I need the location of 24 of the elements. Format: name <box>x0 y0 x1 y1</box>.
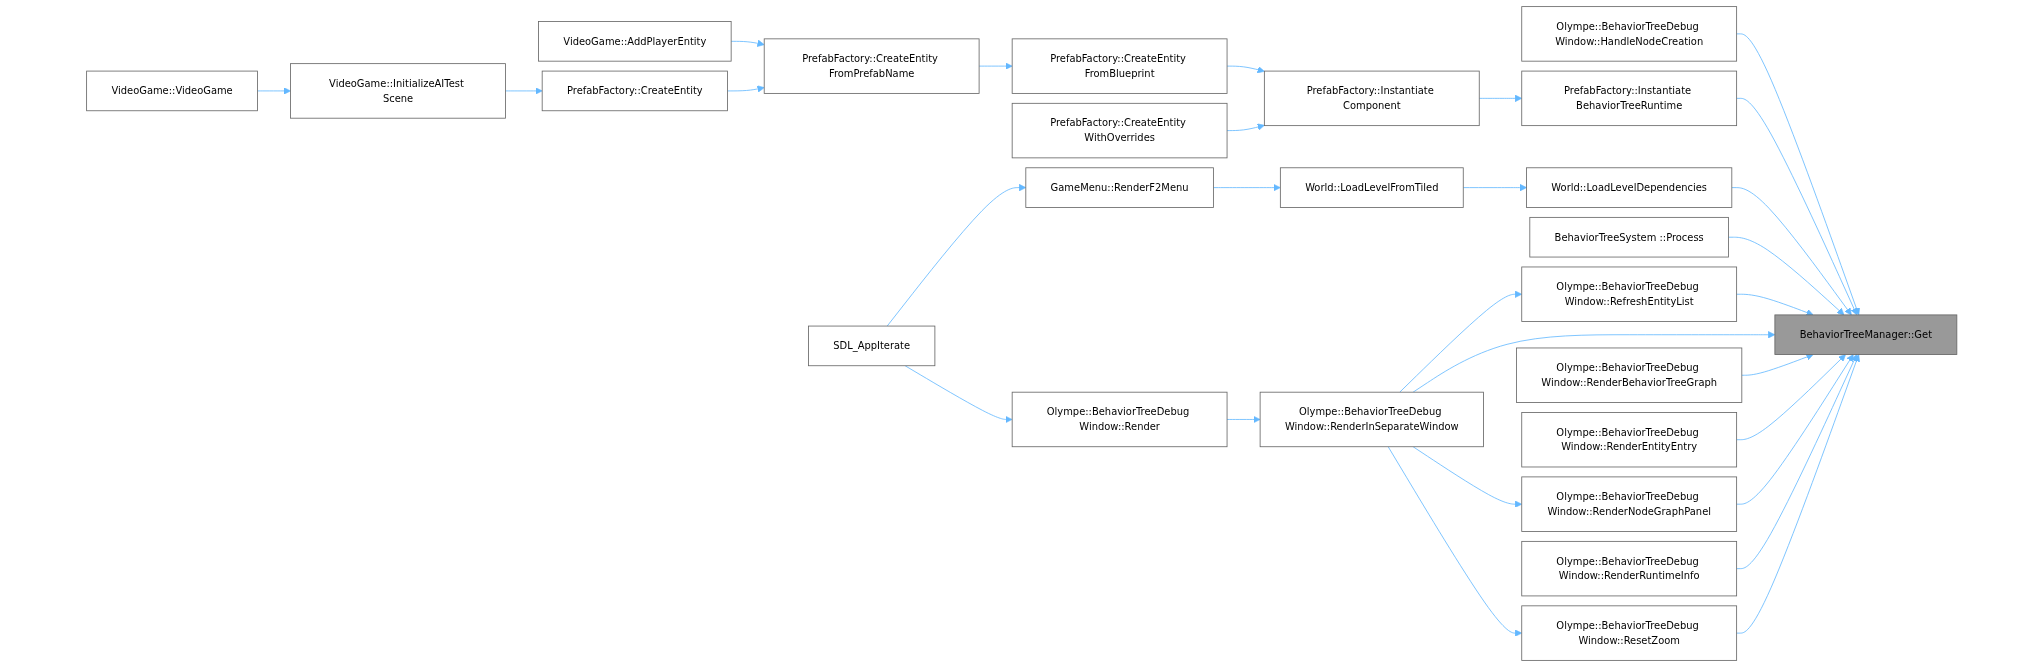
node-box: World::LoadLevelFromTiled <box>1279 167 1464 208</box>
node-box: Olympe::BehaviorTreeDebug Window::RenderRuntimeInfo <box>1521 540 1737 597</box>
node-box: PrefabFactory::CreateEntity WithOverrides <box>1011 102 1228 159</box>
node-box: VideoGame::AddPlayerEntity <box>537 21 732 62</box>
node-box: BehaviorTreeManager::Get <box>1774 314 1958 355</box>
node-box: Olympe::BehaviorTreeDebug Window::RefreshEntityList <box>1521 266 1737 322</box>
node-box: Olympe::BehaviorTreeDebug Window::ResetZoom <box>1521 605 1737 661</box>
node-box: Olympe::BehaviorTreeDebug Window::Render <box>1011 391 1228 448</box>
node-box: Olympe::BehaviorTreeDebug Window::HandleNodeCreation <box>1521 6 1737 62</box>
node-box: BehaviorTreeSystem ::Process <box>1529 216 1729 258</box>
node-box: PrefabFactory::CreateEntity FromPrefabName <box>763 38 980 94</box>
node-box: World::LoadLevelDependencies <box>1525 167 1732 208</box>
node-box: SDL_AppIterate <box>807 325 936 367</box>
node-box: PrefabFactory::CreateEntity FromBlueprint <box>1011 38 1228 94</box>
node-box: Olympe::BehaviorTreeDebug Window::RenderInSeparateWindow <box>1259 391 1484 448</box>
node-box: GameMenu::RenderF2Menu <box>1025 167 1214 208</box>
node-box: VideoGame::VideoGame <box>85 70 258 112</box>
node-box: Olympe::BehaviorTreeDebug Window::RenderEntityEntry <box>1521 412 1737 468</box>
node-box: PrefabFactory::Instantiate BehaviorTreeRuntime <box>1521 70 1737 127</box>
node-box: Olympe::BehaviorTreeDebug Window::RenderNodeGraphPanel <box>1521 476 1737 532</box>
node-box: VideoGame::InitializeAITest Scene <box>289 63 506 119</box>
node-box: PrefabFactory::Instantiate Component <box>1263 70 1480 127</box>
node-box: PrefabFactory::CreateEntity <box>541 70 728 112</box>
node-box: Olympe::BehaviorTreeDebug Window::RenderBehaviorTreeGraph <box>1515 347 1742 403</box>
